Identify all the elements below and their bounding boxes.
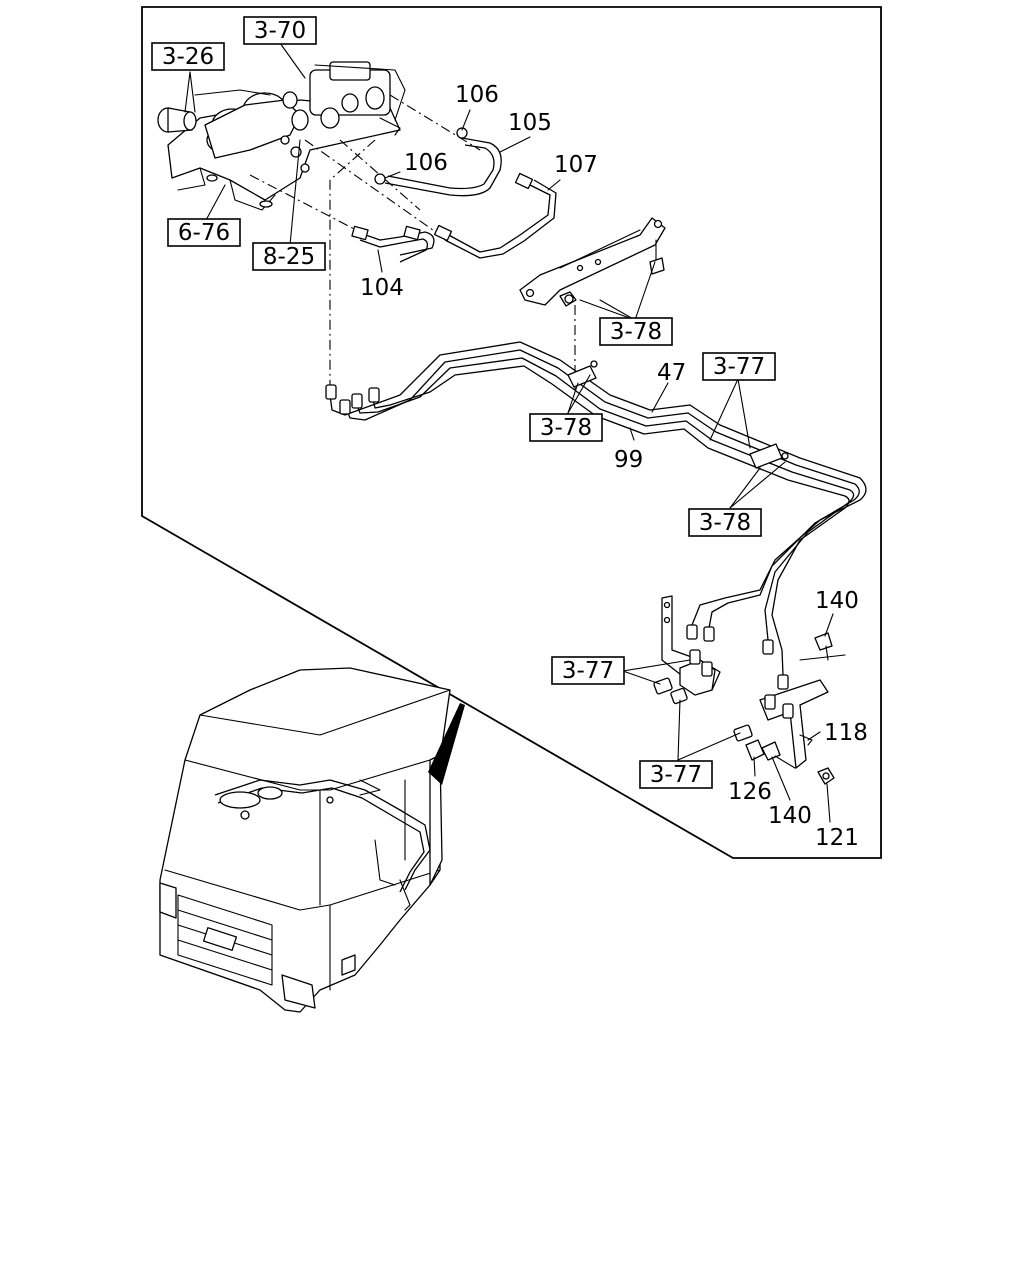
ref-label: 8-25 — [263, 244, 315, 270]
ref-label: 3-77 — [713, 354, 765, 380]
ref-box-3-70: 3-70 — [243, 16, 317, 45]
centerline — [304, 139, 441, 236]
ref-label: 3-78 — [610, 319, 662, 345]
callout-104: 104 — [360, 275, 404, 301]
centerline — [389, 94, 481, 151]
ref-box-8-25: 8-25 — [252, 242, 326, 271]
ref-label: 3-26 — [162, 44, 214, 70]
ref-box-3-78-middle: 3-78 — [529, 413, 603, 442]
callout-140: 140 — [768, 803, 812, 829]
hose-105 — [374, 127, 502, 197]
valve-assembly — [157, 61, 406, 211]
callout-106: 106 — [404, 150, 448, 176]
callout-107: 107 — [554, 152, 598, 178]
detail-frame — [141, 6, 882, 859]
pipe-bundle — [325, 341, 867, 690]
ref-box-3-26: 3-26 — [151, 42, 225, 71]
ref-label: 3-70 — [254, 18, 306, 44]
ref-label: 3-77 — [650, 762, 702, 788]
ref-label: 3-78 — [540, 415, 592, 441]
ref-label: 6-76 — [178, 220, 230, 246]
callout-126: 126 — [728, 779, 772, 805]
ref-box-3-78-upper: 3-78 — [599, 317, 673, 346]
callout-140: 140 — [815, 588, 859, 614]
ref-box-3-78-lower: 3-78 — [688, 508, 762, 537]
truck-cab — [159, 667, 465, 1013]
ref-box-3-77-left: 3-77 — [551, 656, 625, 685]
centerline — [329, 139, 376, 385]
callout-47: 47 — [657, 360, 686, 386]
lower-fittings — [653, 595, 846, 785]
ref-box-6-76: 6-76 — [167, 218, 241, 247]
ref-box-3-77-bottom: 3-77 — [639, 760, 713, 789]
callout-106: 106 — [455, 82, 499, 108]
centerline — [249, 174, 361, 233]
ref-label: 3-77 — [562, 658, 614, 684]
callout-105: 105 — [508, 110, 552, 136]
ref-label: 3-78 — [699, 510, 751, 536]
mounting-bracket — [519, 217, 666, 307]
leader-lines — [184, 42, 834, 823]
pipe-104 — [351, 225, 435, 263]
centerline — [339, 139, 421, 211]
callout-121: 121 — [815, 825, 859, 851]
pipe-107 — [433, 172, 557, 259]
callout-118: 118 — [824, 720, 868, 746]
ref-box-3-77-upper: 3-77 — [702, 352, 776, 381]
callout-99: 99 — [614, 447, 643, 473]
